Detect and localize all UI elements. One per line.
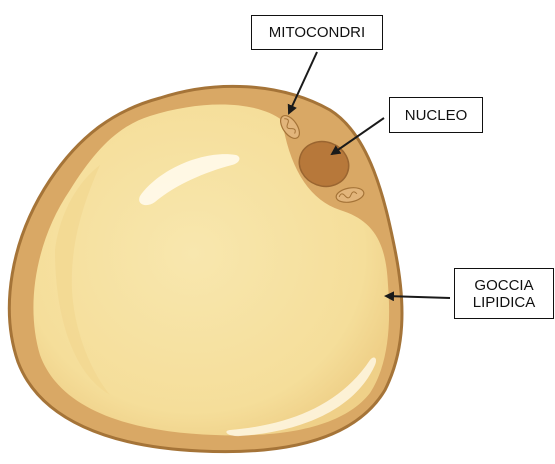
label-mitochondria: MITOCONDRI	[251, 15, 383, 50]
label-nucleus: NUCLEO	[389, 97, 483, 133]
label-lipid-droplet: GOCCIA LIPIDICA	[454, 268, 554, 319]
